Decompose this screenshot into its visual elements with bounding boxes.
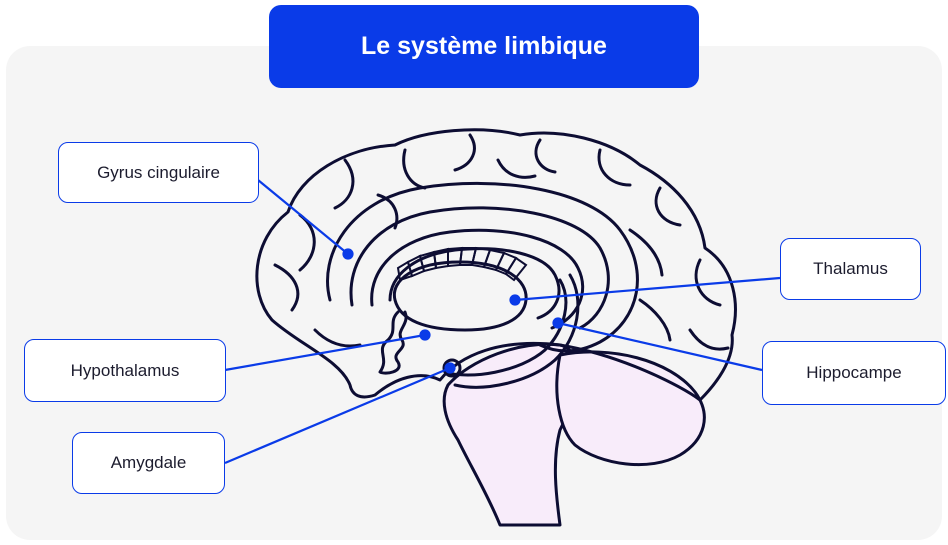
gyri-fold xyxy=(536,140,555,172)
label-thalamus: Thalamus xyxy=(780,238,921,300)
gyri-fold xyxy=(455,135,474,170)
label-amygdale: Amygdale xyxy=(72,432,225,494)
gyri-fold xyxy=(630,230,662,275)
gyri-fold xyxy=(275,265,298,310)
gyri-fold xyxy=(690,330,728,349)
cerebellum xyxy=(557,352,704,465)
septum-segments xyxy=(398,248,526,280)
label-hypothalamus: Hypothalamus xyxy=(24,339,226,402)
cingulate-inner xyxy=(351,208,608,328)
thalamus-marker xyxy=(511,296,520,305)
label-gyrus-cingulaire: Gyrus cingulaire xyxy=(58,142,259,203)
gyri-fold xyxy=(335,160,353,208)
gyri-fold xyxy=(315,330,360,346)
label-hippocampe: Hippocampe xyxy=(762,341,946,405)
hypothalamus-marker xyxy=(421,331,430,340)
amygdale-marker xyxy=(446,364,455,373)
gyrus-marker xyxy=(344,250,353,259)
gyri-fold xyxy=(640,300,670,340)
gyri-fold xyxy=(498,160,535,177)
page-title: Le système limbique xyxy=(269,5,699,88)
hippocampe-marker xyxy=(554,319,563,328)
brainstem-cerebellum xyxy=(444,344,704,525)
gyri-fold xyxy=(404,150,425,188)
